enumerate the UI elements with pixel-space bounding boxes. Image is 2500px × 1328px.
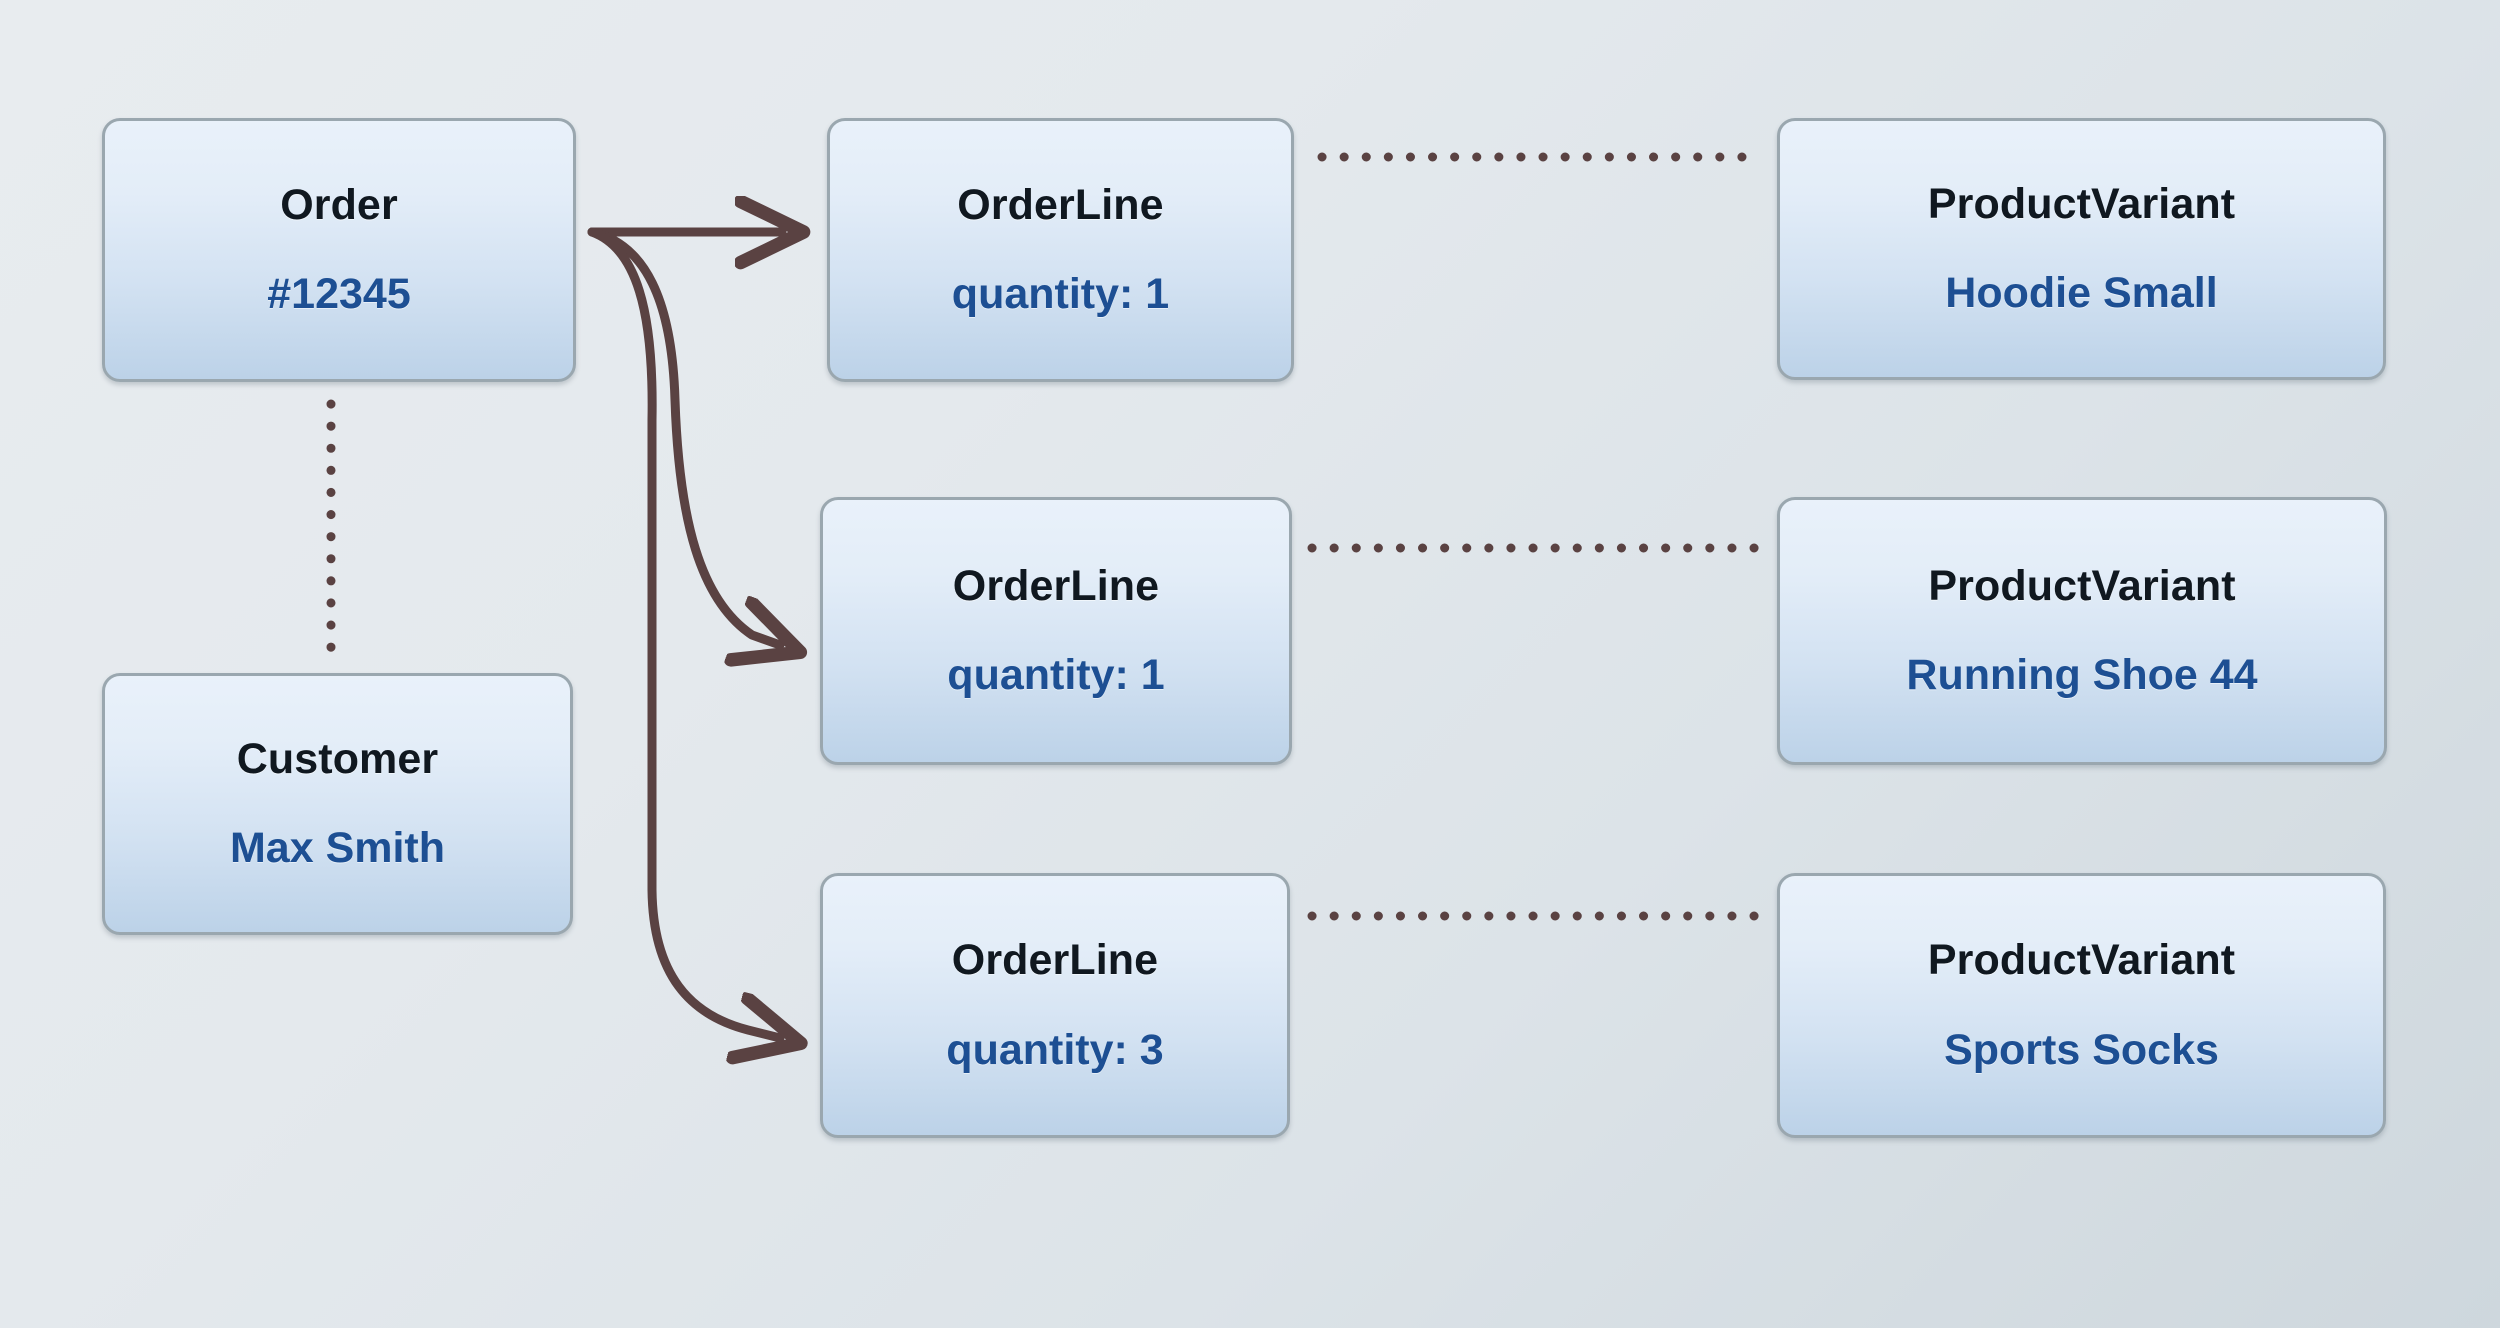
node-productvariant-3[interactable]: ProductVariant Sports Socks — [1777, 873, 2386, 1138]
node-orderline-3-value: quantity: 3 — [946, 1025, 1164, 1074]
node-orderline-3-title: OrderLine — [951, 936, 1159, 985]
node-order[interactable]: Order #12345 — [102, 118, 576, 382]
node-orderline-1-title: OrderLine — [957, 180, 1164, 229]
node-orderline-2-title: OrderLine — [952, 561, 1160, 610]
node-productvariant-1-value: Hoodie Small — [1945, 269, 2218, 317]
node-orderline-1-value: quantity: 1 — [951, 270, 1170, 318]
edge-order-to-orderline-2 — [587, 227, 780, 645]
node-productvariant-1[interactable]: ProductVariant Hoodie Small — [1777, 118, 2386, 380]
node-orderline-1[interactable]: OrderLine quantity: 1 — [827, 118, 1294, 382]
node-customer-title: Customer — [236, 734, 439, 783]
node-order-value: #12345 — [267, 270, 411, 318]
node-orderline-3[interactable]: OrderLine quantity: 3 — [820, 873, 1290, 1138]
node-productvariant-2[interactable]: ProductVariant Running Shoe 44 — [1777, 497, 2387, 765]
node-customer[interactable]: Customer Max Smith — [102, 673, 573, 935]
node-productvariant-3-title: ProductVariant — [1927, 936, 2236, 985]
node-productvariant-2-value: Running Shoe 44 — [1906, 651, 2258, 699]
node-productvariant-2-title: ProductVariant — [1928, 561, 2236, 610]
node-productvariant-3-value: Sports Socks — [1944, 1025, 2219, 1074]
edge-order-to-orderline-3 — [587, 227, 780, 1038]
node-productvariant-1-title: ProductVariant — [1927, 179, 2236, 228]
node-orderline-2[interactable]: OrderLine quantity: 1 — [820, 497, 1292, 765]
node-orderline-2-value: quantity: 1 — [947, 651, 1165, 699]
node-order-title: Order — [280, 180, 398, 229]
node-customer-value: Max Smith — [229, 824, 446, 872]
